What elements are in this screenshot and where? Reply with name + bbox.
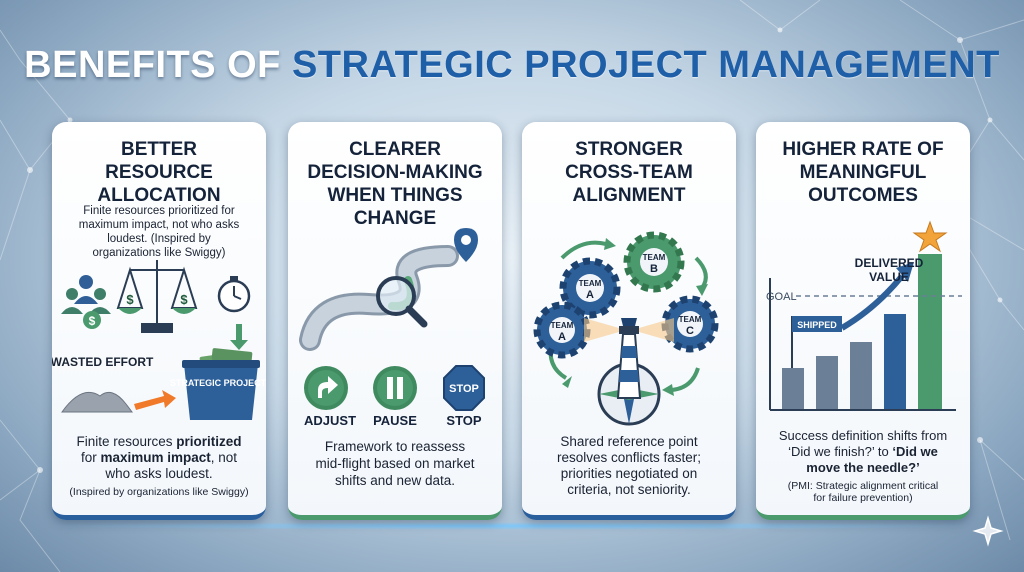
adjust-icon[interactable] bbox=[304, 366, 348, 410]
card-note: (PMI: Strategic alignment critical for f… bbox=[787, 480, 939, 504]
action-icons: STOP bbox=[304, 365, 485, 411]
page-title: BENEFITS OF STRATEGIC PROJECT MANAGEMENT bbox=[0, 44, 1024, 87]
team-label: A bbox=[586, 289, 594, 301]
flag-icon: SHIPPED bbox=[791, 316, 842, 368]
card-body: Success definition shifts from ‘Did we f… bbox=[766, 428, 960, 476]
gear-icon bbox=[533, 301, 591, 359]
trend-arrow-icon bbox=[840, 262, 914, 331]
shipped-label: SHIPPED bbox=[797, 320, 837, 330]
action-label-stop: STOP bbox=[446, 413, 482, 428]
card-body: Shared reference point resolves conflict… bbox=[556, 434, 702, 497]
map-pin-icon bbox=[454, 228, 478, 262]
stop-sign-text: STOP bbox=[449, 383, 479, 395]
people-icon: $ bbox=[61, 275, 111, 329]
road-illustration bbox=[299, 228, 478, 351]
card-body: Finite resources prioritized for maximum… bbox=[62, 434, 256, 482]
action-label-pause: PAUSE bbox=[373, 413, 417, 428]
arrow-icon bbox=[134, 390, 176, 410]
body-text: Success definition shifts from ‘Did we f… bbox=[778, 428, 948, 459]
card-decision-making: CLEARER DECISION-MAKING WHEN THINGS CHAN… bbox=[288, 122, 502, 520]
svg-text:$: $ bbox=[180, 292, 188, 307]
money-bin-icon: STRATEGIC PROJECTS bbox=[170, 348, 266, 420]
delivered-label: DELIVERED VALUE bbox=[854, 256, 924, 284]
action-label-adjust: ADJUST bbox=[304, 413, 357, 428]
goal-label: GOAL bbox=[766, 291, 797, 303]
body-text: , not who asks loudest. bbox=[105, 450, 238, 481]
card-meaningful-outcomes: HIGHER RATE OF MEANINGFUL OUTCOMES GOAL … bbox=[756, 122, 970, 520]
title-accent: STRATEGIC PROJECT MANAGEMENT bbox=[291, 44, 1000, 86]
gear-icon bbox=[623, 231, 685, 293]
body-bold: ‘Did we move the needle?’ bbox=[806, 444, 938, 475]
gear-icon bbox=[661, 295, 719, 353]
card-title: STRONGER CROSS-TEAM ALIGNMENT bbox=[565, 139, 693, 206]
glow-floor bbox=[40, 522, 984, 530]
bin-label: STRATEGIC PROJECTS bbox=[170, 378, 266, 388]
team-label: TEAM bbox=[551, 321, 574, 330]
card-title: HIGHER RATE OF MEANINGFUL OUTCOMES bbox=[782, 139, 944, 206]
card-note: (Inspired by organizations like Swiggy) bbox=[69, 486, 249, 498]
wasted-label: WASTED EFFORT bbox=[52, 355, 154, 369]
star-icon bbox=[912, 220, 948, 253]
team-label: TEAM bbox=[579, 279, 602, 288]
team-label: B bbox=[650, 263, 658, 275]
body-bold: maximum impact bbox=[100, 450, 211, 465]
alignment-illustration: TEAM A TEAM B TEAM C TEAM A bbox=[533, 231, 719, 426]
team-label: TEAM bbox=[643, 253, 666, 262]
body-bold: prioritized bbox=[176, 434, 242, 449]
gear-icon bbox=[559, 257, 621, 319]
stopwatch-icon bbox=[217, 276, 251, 313]
team-label: A bbox=[558, 331, 566, 343]
card-intro: Finite resources prioritized for maximum… bbox=[78, 205, 240, 259]
card-body: Framework to reassess mid-flight based o… bbox=[315, 439, 475, 488]
card-resource-allocation: BETTER RESOURCE ALLOCATION Finite resour… bbox=[52, 122, 266, 520]
title-lead: BENEFITS OF bbox=[24, 44, 292, 86]
card-cross-team: STRONGER CROSS-TEAM ALIGNMENT bbox=[522, 122, 736, 520]
body-text: for bbox=[80, 450, 101, 465]
bar-chart-icon bbox=[769, 254, 956, 411]
team-label: C bbox=[686, 325, 694, 337]
resource-illustration: $ $ $ STRATEGIC PROJECTS WASTED E bbox=[52, 260, 266, 420]
lighthouse-icon bbox=[616, 318, 642, 399]
stop-sign-icon[interactable]: STOP bbox=[443, 365, 485, 411]
body-text: Finite resources bbox=[76, 434, 177, 449]
svg-text:$: $ bbox=[89, 314, 96, 328]
card-title: BETTER RESOURCE ALLOCATION bbox=[97, 139, 221, 206]
outcome-chart: GOAL SHIPPED bbox=[766, 220, 962, 411]
card-title: CLEARER DECISION-MAKING WHEN THINGS CHAN… bbox=[307, 139, 483, 229]
magnifier-icon bbox=[376, 276, 428, 328]
team-label: TEAM bbox=[679, 315, 702, 324]
rubble-icon bbox=[61, 391, 133, 413]
pause-icon[interactable] bbox=[373, 366, 417, 410]
svg-text:$: $ bbox=[126, 292, 134, 307]
